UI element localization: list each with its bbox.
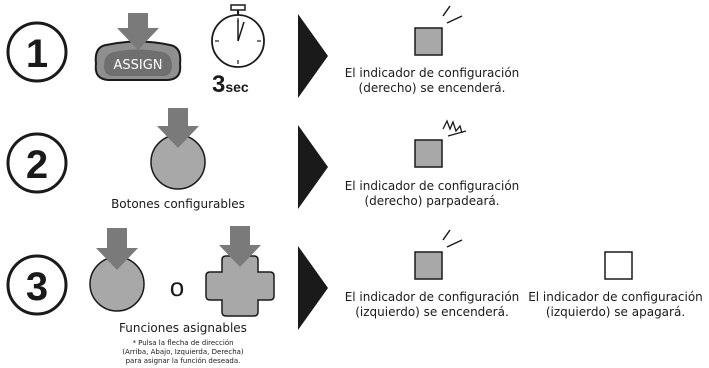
- step-3-result-arrow: [298, 246, 328, 330]
- step-2-number-badge: 2: [6, 132, 68, 194]
- step-1-result-text: El indicador de configuración (derecho) …: [344, 66, 520, 95]
- assign-button-illustration: ASSIGN: [94, 40, 182, 81]
- step-1-number: 1: [26, 32, 48, 76]
- step-1-indicator-on: [414, 5, 463, 56]
- step-1-number-badge: 1: [6, 21, 68, 83]
- assignable-functions-caption: Funciones asignables: [119, 321, 247, 335]
- stopwatch-icon: [211, 4, 265, 68]
- step-3-result-off-text: El indicador de configuración (izquierdo…: [528, 290, 703, 319]
- step-3-indicator-off: [604, 251, 633, 280]
- press-arrow-icon: [219, 226, 261, 267]
- step-2-number: 2: [26, 143, 48, 187]
- step-3-result-on-text: El indicador de configuración (izquierdo…: [344, 290, 520, 319]
- step-2-result-arrow: [298, 125, 328, 209]
- press-arrow-icon: [96, 228, 138, 270]
- direction-note: * Pulsa la flecha de dirección (Arriba, …: [122, 339, 244, 365]
- configurable-buttons-caption: Botones configurables: [111, 197, 245, 211]
- step-3-indicator-on: [414, 229, 463, 280]
- assign-button-label: ASSIGN: [113, 58, 162, 73]
- or-label: o: [170, 272, 184, 302]
- direction-pad-illustration: [205, 255, 275, 317]
- duration-label: 3sec: [212, 71, 249, 98]
- step-2-indicator-blinking: [414, 119, 467, 168]
- press-arrow-icon: [117, 13, 159, 50]
- step-3-number-badge: 3: [6, 254, 68, 316]
- step-1-result-arrow: [298, 14, 328, 98]
- step-3-number: 3: [26, 265, 48, 309]
- step-2-result-text: El indicador de configuración (derecho) …: [344, 179, 520, 208]
- press-arrow-icon: [157, 108, 199, 148]
